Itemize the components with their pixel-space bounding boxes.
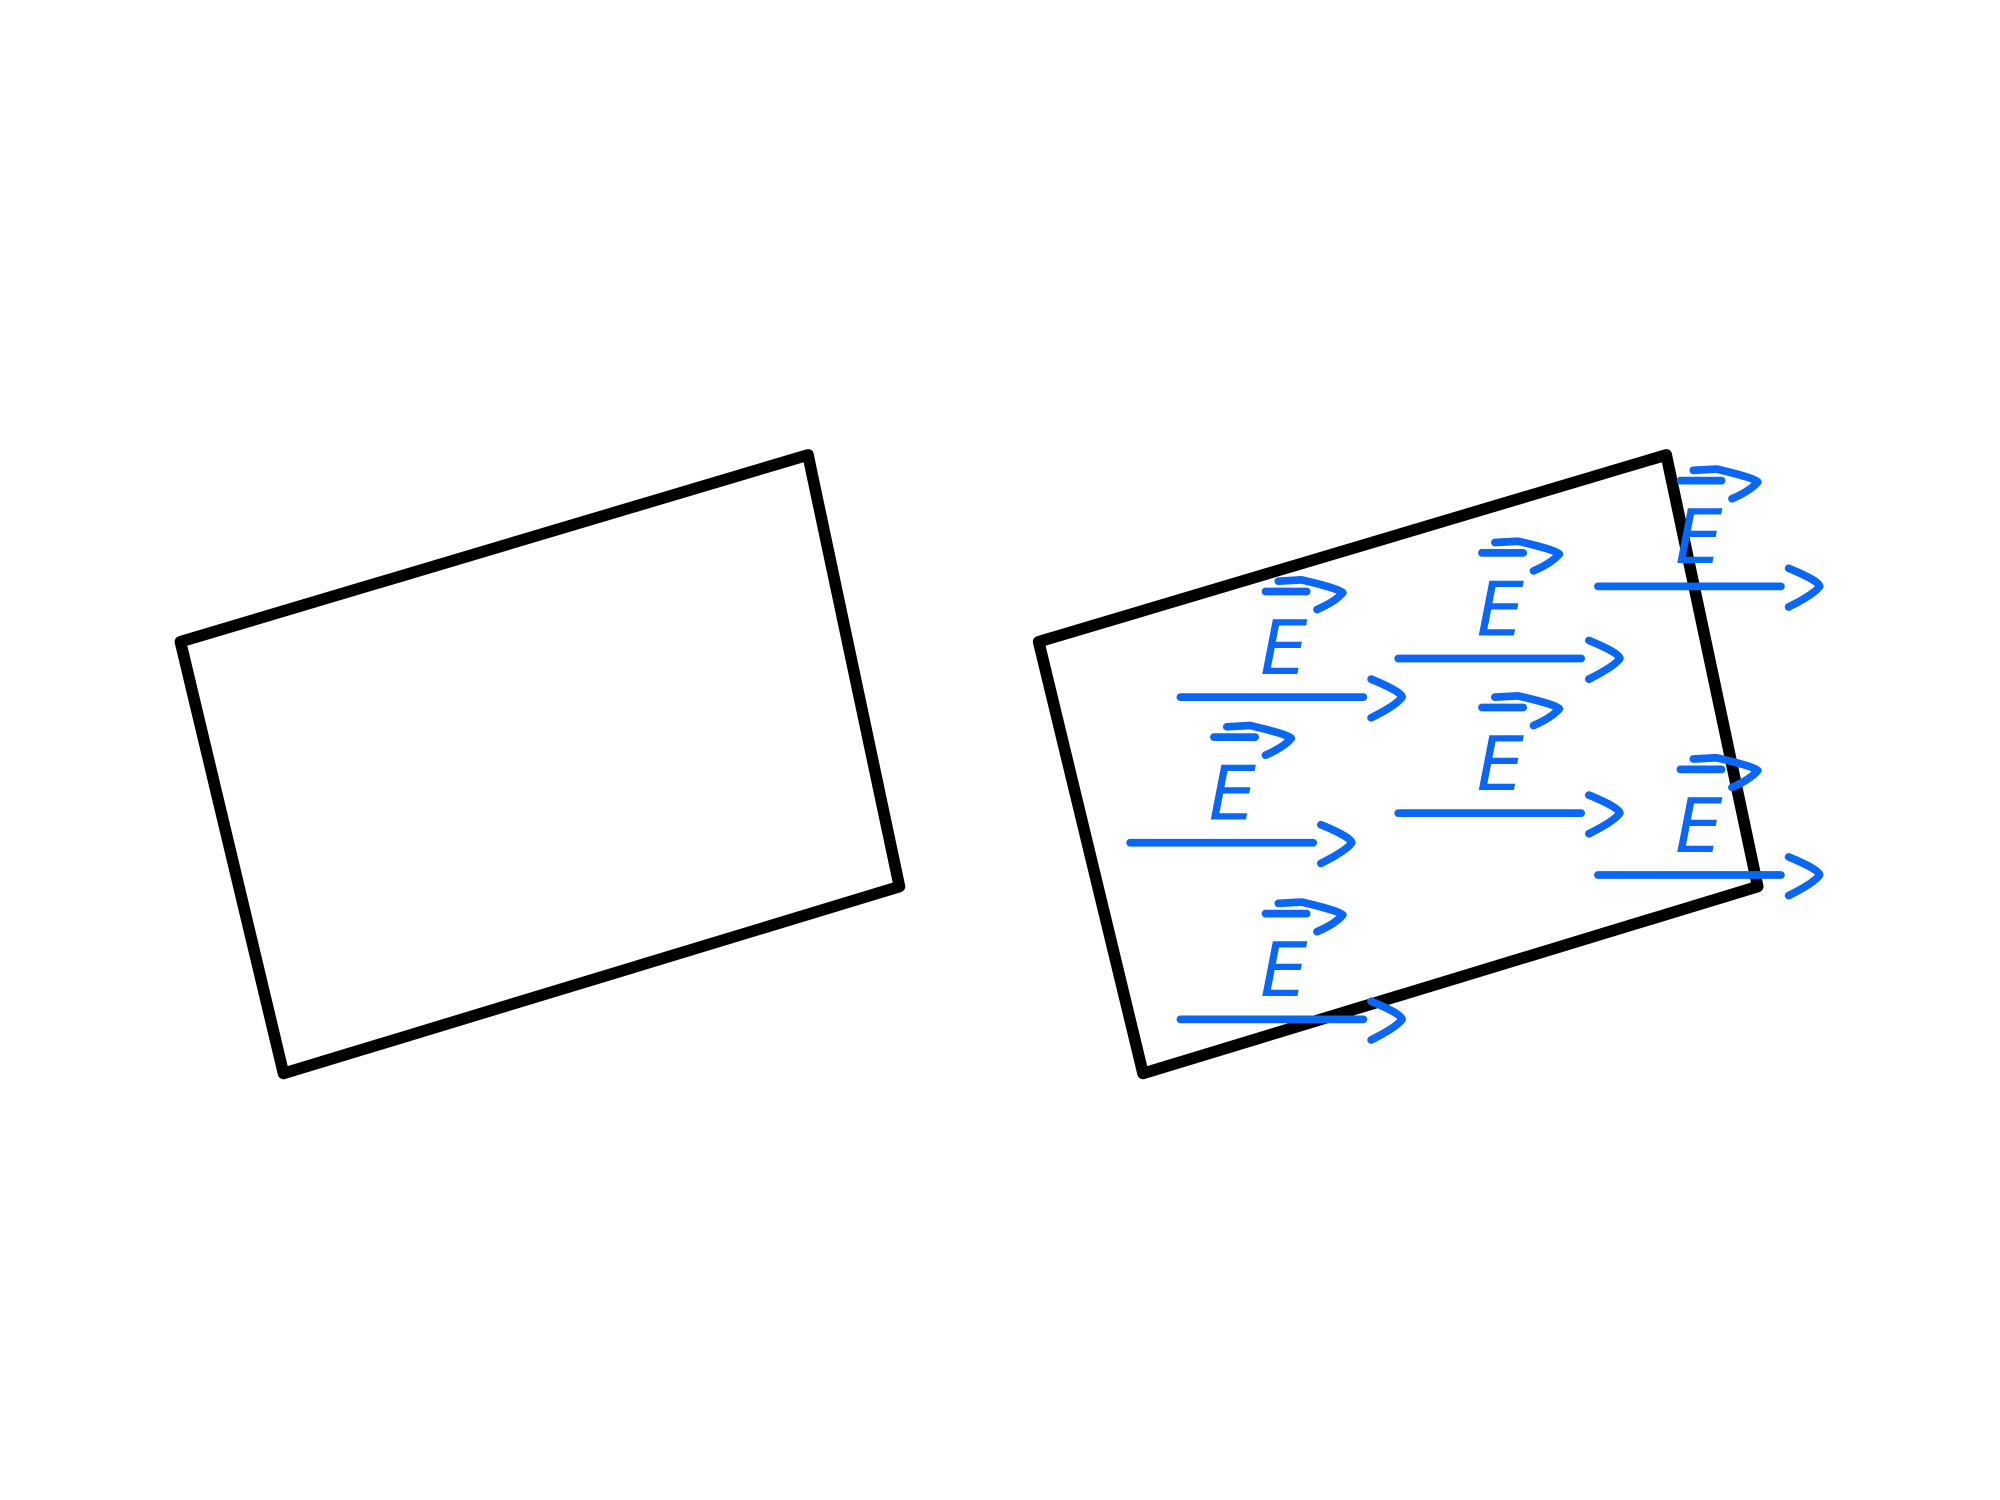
plate-with-field	[1032, 449, 1764, 1080]
vector-overarrow-icon	[1210, 721, 1296, 760]
field-vector: E	[1126, 721, 1356, 868]
field-vector: E	[1394, 537, 1624, 683]
field-label: E	[1209, 751, 1257, 838]
field-arrow	[1126, 820, 1356, 868]
field-arrow	[1594, 853, 1824, 900]
field-label: E	[1260, 927, 1308, 1014]
vector-overarrow-icon	[1676, 465, 1762, 503]
field-label: E	[1675, 494, 1723, 581]
field-vector: E	[1594, 465, 1824, 611]
vector-overarrow-icon	[1676, 753, 1762, 792]
field-label: E	[1477, 566, 1525, 653]
field-arrow	[1594, 564, 1824, 611]
field-arrow	[1394, 791, 1624, 838]
vector-overarrow-icon	[1261, 898, 1347, 936]
field-label: E	[1260, 605, 1308, 692]
field-vector: E	[1394, 692, 1624, 838]
vector-overarrow-icon	[1261, 576, 1347, 614]
field-vector: E	[1176, 898, 1406, 1044]
field-label: E	[1477, 721, 1525, 808]
vector-overarrow-icon	[1478, 537, 1564, 575]
field-vector: E	[1176, 576, 1406, 722]
field-arrow	[1394, 636, 1624, 683]
field-vector: E	[1594, 753, 1824, 900]
vector-overarrow-icon	[1478, 692, 1564, 730]
field-arrow	[1176, 997, 1406, 1044]
field-arrow	[1176, 675, 1406, 722]
field-label: E	[1675, 783, 1723, 870]
plate-without-field	[174, 449, 906, 1080]
